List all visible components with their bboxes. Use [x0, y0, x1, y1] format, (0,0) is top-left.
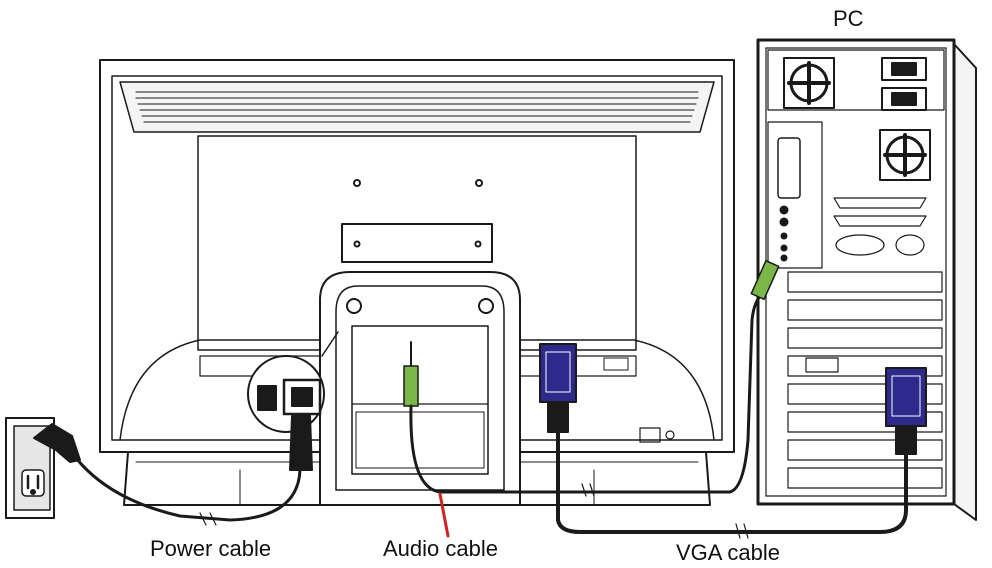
- audio-jack: [780, 232, 788, 240]
- pc-label: PC: [833, 6, 864, 31]
- power-socket-callout: [247, 331, 339, 433]
- power-cable-label: Power cable: [150, 536, 272, 561]
- audio-cable: [403, 259, 780, 497]
- vga-cable-label: VGA cable: [676, 540, 780, 565]
- ps2-port: [779, 205, 789, 215]
- dvi-port: [805, 357, 839, 373]
- audio-cable-label: Audio cable: [383, 536, 498, 561]
- monitor-stand: [319, 271, 521, 506]
- power-cable: [33, 415, 313, 526]
- vesa-hole: [353, 179, 361, 187]
- usb-port: [603, 357, 629, 371]
- audio-jack: [780, 244, 788, 252]
- lock-slot: [639, 427, 661, 443]
- expansion-slots: [787, 271, 943, 489]
- serial-port: [895, 234, 925, 256]
- psu-fan-icon: [783, 57, 835, 109]
- top-vent-grille: [135, 91, 699, 123]
- serial-port: [835, 234, 885, 256]
- lock-icon: [665, 430, 675, 440]
- vga-cable: [539, 343, 927, 539]
- audio-jack: [780, 254, 788, 262]
- power-outlet-upper: [881, 57, 927, 81]
- audio-cable-pointer: [438, 492, 450, 538]
- power-outlet-lower: [881, 87, 927, 111]
- power-inlet: [282, 378, 322, 416]
- case-fan-icon: [879, 129, 931, 181]
- parallel-port: [777, 137, 801, 199]
- vesa-hole: [475, 179, 483, 187]
- pc-tower: [756, 38, 977, 521]
- stand-mount-plate: [341, 223, 493, 263]
- ps2-port: [779, 217, 789, 227]
- power-switch: [257, 385, 277, 411]
